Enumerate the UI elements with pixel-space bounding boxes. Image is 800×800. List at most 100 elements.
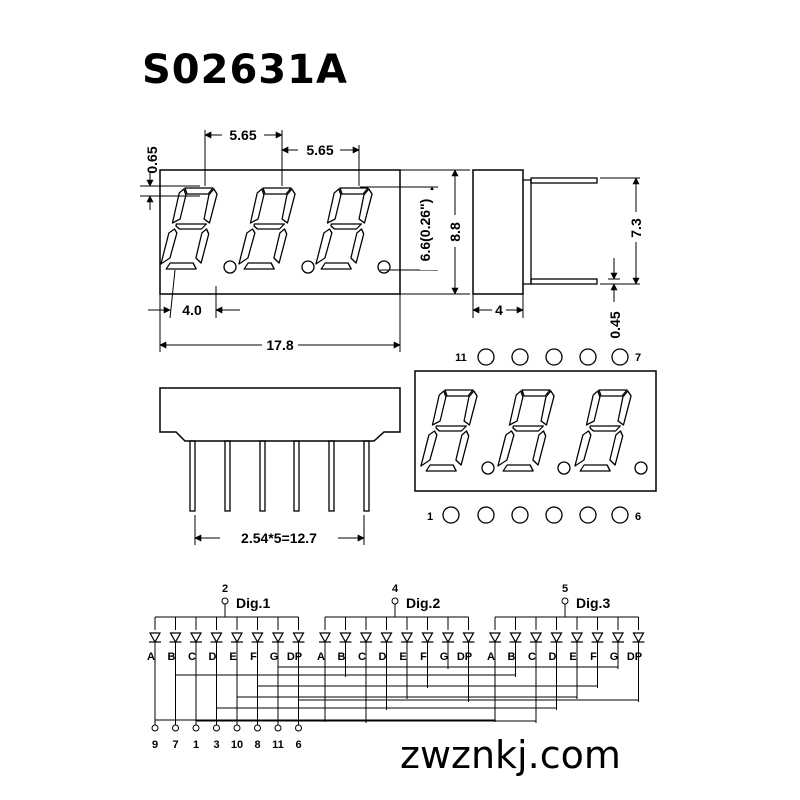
segment-label: F bbox=[590, 651, 597, 663]
dim-digit-width: 4.0 bbox=[182, 302, 202, 318]
segment-pin-terminal bbox=[213, 724, 220, 732]
segment-label: DP bbox=[287, 651, 302, 663]
segment-pin-terminal bbox=[233, 724, 241, 732]
segment-diode bbox=[631, 632, 646, 643]
segment-diode bbox=[420, 632, 435, 643]
dim-side-depth: 4 bbox=[495, 302, 503, 318]
segment-label: G bbox=[270, 651, 279, 663]
pin-label-6: 6 bbox=[635, 511, 641, 523]
digit-common-terminal bbox=[221, 597, 229, 605]
part-number-title: S02631A bbox=[142, 47, 348, 93]
segment-diode bbox=[338, 632, 353, 643]
segment-label: G bbox=[440, 651, 449, 663]
top-dp-1 bbox=[481, 461, 495, 475]
front-view bbox=[159, 169, 401, 295]
segment-pin-terminal bbox=[172, 724, 179, 732]
segment-label: D bbox=[379, 651, 387, 663]
site-watermark: zwznkj.com bbox=[400, 733, 621, 777]
pin-label-7: 7 bbox=[635, 352, 641, 364]
segment-pin-label: 10 bbox=[231, 739, 243, 751]
segment-label: DP bbox=[457, 651, 472, 663]
digit-common-terminal bbox=[391, 597, 399, 605]
digit-common-pin-label: 4 bbox=[392, 583, 399, 595]
segment-pin-terminal bbox=[295, 724, 302, 732]
segment-label: C bbox=[528, 651, 536, 663]
dim-pin-row: 2.54*5=12.7 bbox=[241, 530, 317, 546]
segment-diode bbox=[549, 632, 564, 643]
top-digit-3 bbox=[573, 389, 633, 472]
digit-common-pin-label: 5 bbox=[562, 583, 568, 595]
segment-diode bbox=[209, 632, 224, 643]
dim-char-height: 6.6(0.26") bbox=[417, 199, 433, 262]
top-view bbox=[414, 370, 657, 492]
segment-diode bbox=[570, 632, 584, 643]
front-dp-1 bbox=[223, 260, 237, 274]
digit-common-pin-label: 2 bbox=[222, 583, 228, 595]
segment-label: B bbox=[168, 651, 176, 663]
segment-label: E bbox=[229, 651, 236, 663]
segment-label: D bbox=[209, 651, 217, 663]
segment-label: A bbox=[487, 651, 495, 663]
segment-label: C bbox=[358, 651, 366, 663]
dim-digit-pitch-1: 5.65 bbox=[229, 127, 256, 143]
segment-label: A bbox=[147, 651, 155, 663]
segment-pin-terminal bbox=[254, 724, 261, 732]
segment-label: D bbox=[549, 651, 557, 663]
segment-label: DP bbox=[627, 651, 642, 663]
segment-label: C bbox=[188, 651, 196, 663]
segment-pin-terminal bbox=[192, 724, 200, 732]
segment-diode bbox=[148, 632, 162, 643]
segment-label: G bbox=[610, 651, 619, 663]
segment-pin-label: 6 bbox=[295, 739, 301, 751]
side-view bbox=[472, 169, 640, 318]
segment-pin-label: 9 bbox=[152, 739, 158, 751]
digit-label: Dig.1 bbox=[236, 595, 270, 611]
segment-pin-label: 7 bbox=[172, 739, 178, 751]
segment-pin-label: 1 bbox=[193, 739, 199, 751]
digit-label: Dig.3 bbox=[576, 595, 610, 611]
segment-diode bbox=[590, 632, 605, 643]
segment-diode bbox=[189, 632, 203, 643]
digit-common-terminal bbox=[561, 597, 569, 605]
front-dp-3 bbox=[377, 260, 391, 274]
front-digit-2 bbox=[237, 187, 297, 270]
segment-diode bbox=[529, 632, 543, 643]
dim-body-width: 17.8 bbox=[266, 337, 293, 353]
segment-diode bbox=[611, 632, 625, 643]
segment-pin-label: 3 bbox=[213, 739, 219, 751]
segment-diode bbox=[359, 632, 373, 643]
segment-pin-label: 11 bbox=[272, 739, 284, 751]
segment-diode bbox=[291, 632, 306, 643]
segment-pin-terminal bbox=[274, 724, 282, 732]
segment-label: F bbox=[250, 651, 257, 663]
segment-pin-label: 8 bbox=[254, 739, 260, 751]
segment-label: A bbox=[317, 651, 325, 663]
segment-diode bbox=[230, 632, 244, 643]
front-dp-2 bbox=[301, 260, 315, 274]
dim-digit-pitch-2: 5.65 bbox=[306, 142, 333, 158]
front-digit-3 bbox=[314, 187, 374, 270]
pin-holes-top-row bbox=[477, 348, 629, 366]
dim-segment-offset: 0.65 bbox=[144, 146, 160, 173]
pin-label-11: 11 bbox=[455, 352, 467, 364]
segment-diode bbox=[318, 632, 332, 643]
dim-pin-diameter: 0.45 bbox=[607, 311, 623, 338]
segment-label: E bbox=[569, 651, 576, 663]
segment-label: B bbox=[338, 651, 346, 663]
segment-diode bbox=[400, 632, 414, 643]
segment-diode bbox=[379, 632, 394, 643]
top-digit-2 bbox=[496, 389, 556, 472]
segment-diode bbox=[508, 632, 523, 643]
dim-body-height: 8.8 bbox=[447, 222, 463, 242]
segment-label: F bbox=[420, 651, 427, 663]
segment-pin-terminal bbox=[151, 724, 159, 732]
pin-holes-bottom-row bbox=[442, 506, 629, 524]
pin-label-1: 1 bbox=[427, 511, 433, 523]
front-digit-1 bbox=[159, 187, 219, 270]
segment-diode bbox=[271, 632, 285, 643]
top-digit-1 bbox=[419, 389, 479, 472]
segment-diode bbox=[461, 632, 476, 643]
segment-diode bbox=[441, 632, 455, 643]
